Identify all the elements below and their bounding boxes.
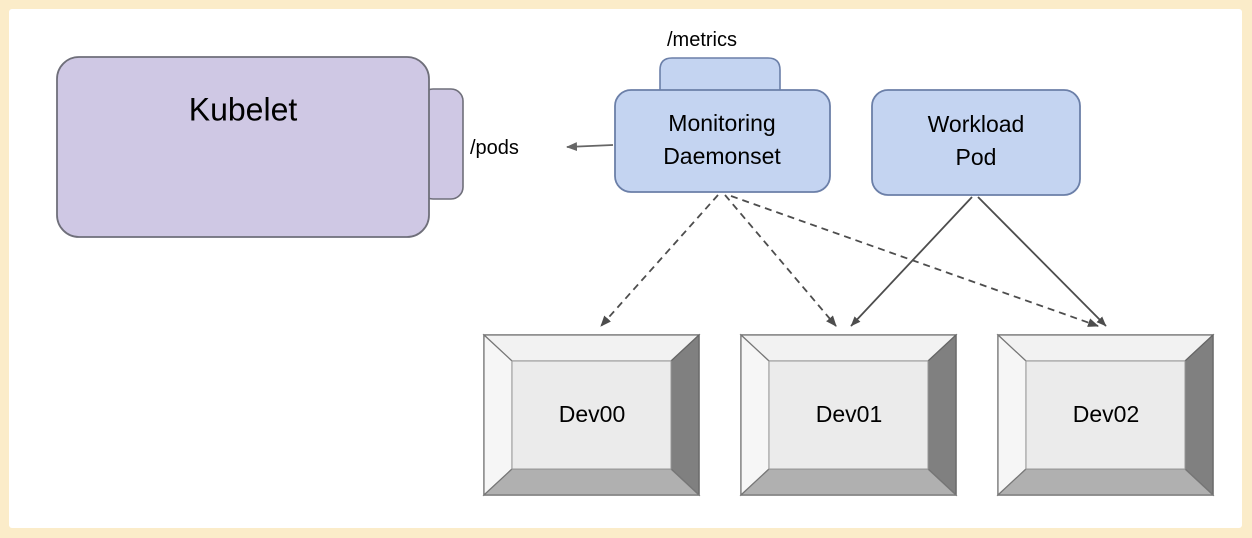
workload-pod-body: [871, 89, 1081, 196]
pods-label: /pods: [470, 137, 519, 159]
node-dev00[interactable]: Dev00: [482, 333, 701, 497]
dev01-label: Dev01: [816, 401, 882, 427]
edge-ds-to-dev00: [600, 194, 719, 327]
monitoring-label-line2: Daemonset: [663, 143, 781, 169]
dev00-label: Dev00: [559, 401, 625, 427]
pod-dev02-line: [977, 196, 1107, 327]
pods-arrow-line: [566, 142, 614, 152]
dev02-bevel-right: [1184, 333, 1214, 497]
dev00-bevel-top: [482, 334, 701, 362]
ds-dev02-line: [730, 195, 1099, 327]
ds-dev00-line: [600, 194, 719, 327]
node-monitoring-daemonset[interactable]: Monitoring Daemonset: [614, 57, 831, 193]
kubelet-body: [56, 56, 430, 238]
pod-dev01-line: [850, 196, 973, 327]
dev01-bevel-bottom: [739, 468, 958, 496]
dev02-bevel-bottom: [996, 468, 1215, 496]
node-kubelet[interactable]: Kubelet: [56, 56, 464, 238]
dev00-bevel-bottom: [482, 468, 701, 496]
edge-pod-to-dev01: [850, 196, 973, 327]
architecture-diagram: Kubelet Monitoring Daemonset /metrics Wo…: [56, 29, 1215, 497]
kubelet-label: Kubelet: [189, 91, 298, 127]
edge-ds-to-dev02: [730, 195, 1099, 327]
dev01-bevel-left: [740, 333, 770, 497]
dev01-bevel-top: [739, 334, 958, 362]
workload-pod-label-line2: Pod: [956, 144, 997, 170]
workload-pod-label-line1: Workload: [928, 111, 1025, 137]
dev01-bevel-right: [927, 333, 957, 497]
monitoring-body: [614, 89, 831, 193]
diagram-canvas: Kubelet Monitoring Daemonset /metrics Wo…: [9, 9, 1242, 528]
edge-ds-to-dev01: [724, 194, 837, 327]
node-dev01[interactable]: Dev01: [739, 333, 958, 497]
monitoring-label-line1: Monitoring: [668, 110, 775, 136]
dev00-bevel-left: [483, 333, 513, 497]
edge-ds-to-kubelet: [566, 142, 614, 152]
dev02-label: Dev02: [1073, 401, 1139, 427]
edge-pod-to-dev02: [977, 196, 1107, 327]
node-workload-pod[interactable]: Workload Pod: [871, 89, 1081, 196]
metrics-label: /metrics: [667, 29, 737, 51]
dev01-face: [768, 360, 929, 470]
node-dev02[interactable]: Dev02: [996, 333, 1215, 497]
dev02-bevel-top: [996, 334, 1215, 362]
ds-dev01-line: [724, 194, 837, 327]
dev00-bevel-right: [670, 333, 700, 497]
dev02-face: [1025, 360, 1186, 470]
dev02-bevel-left: [997, 333, 1027, 497]
dev00-face: [511, 360, 672, 470]
